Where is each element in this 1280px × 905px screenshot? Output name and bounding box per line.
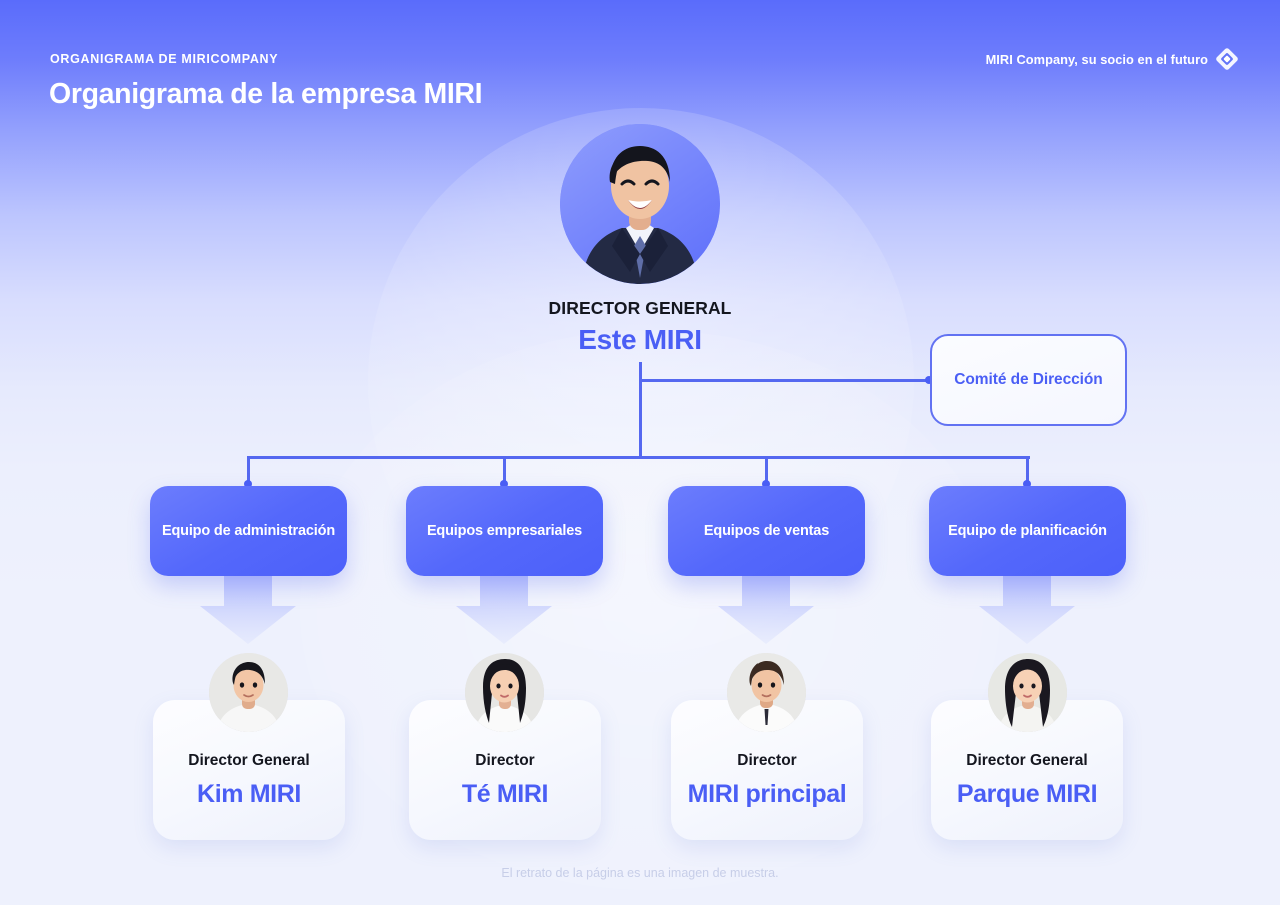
page-title: Organigrama de la empresa MIRI [49, 78, 483, 110]
person-portrait-1 [209, 653, 288, 732]
department-label-4: Equipo de planificación [948, 523, 1107, 539]
person-portrait-3 [727, 653, 806, 732]
person-role-2: Director [475, 752, 535, 769]
person-role-4: Director General [966, 752, 1088, 769]
connector-drop-1 [247, 456, 250, 486]
connector-drop-3 [765, 456, 768, 486]
header-kicker: ORGANIGRAMA DE MIRICOMPANY [50, 52, 279, 66]
connector-dot-dept-3 [762, 480, 770, 488]
connector-to-committee [639, 379, 931, 382]
committee-box[interactable]: Comité de Dirección [930, 334, 1127, 426]
person-role-3: Director [737, 752, 797, 769]
connector-ceo-trunk [639, 362, 642, 457]
connector-dot-committee [925, 376, 933, 384]
department-box-3[interactable]: Equipos de ventas [668, 486, 865, 576]
connector-drop-4 [1026, 456, 1029, 486]
person-portrait-2 [465, 653, 544, 732]
ceo-portrait [560, 124, 720, 284]
department-label-2: Equipos empresariales [426, 523, 583, 539]
person-name-2: Té MIRI [461, 780, 549, 808]
ceo-name: Este MIRI [578, 324, 702, 355]
person-name-4: Parque MIRI [956, 780, 1098, 808]
connector-dot-dept-1 [244, 480, 252, 488]
person-name-1: Kim MIRI [197, 780, 301, 808]
arrow-down-icon-3 [718, 576, 814, 644]
department-box-2[interactable]: Equipos empresariales [406, 486, 603, 576]
person-role-1: Director General [188, 752, 310, 769]
diamond-logo-icon [1214, 46, 1240, 72]
department-label-1: Equipo de administración [161, 523, 336, 539]
arrow-down-icon-1 [200, 576, 296, 644]
arrow-down-icon-4 [979, 576, 1075, 644]
footnote-disclaimer: El retrato de la página es una imagen de… [501, 866, 779, 880]
person-portrait-4 [988, 653, 1067, 732]
department-label-3: Equipos de ventas [703, 523, 830, 539]
connector-horizontal-bus [248, 456, 1030, 459]
department-box-1[interactable]: Equipo de administración [150, 486, 347, 576]
connector-dot-dept-2 [500, 480, 508, 488]
department-box-4[interactable]: Equipo de planificación [929, 486, 1126, 576]
committee-label: Comité de Dirección [954, 371, 1103, 388]
ceo-role: DIRECTOR GENERAL [548, 298, 732, 318]
connector-drop-2 [503, 456, 506, 486]
connector-dot-dept-4 [1023, 480, 1031, 488]
person-name-3: MIRI principal [687, 780, 847, 808]
arrow-down-icon-2 [456, 576, 552, 644]
header-tagline: MIRI Company, su socio en el futuro [985, 52, 1208, 67]
